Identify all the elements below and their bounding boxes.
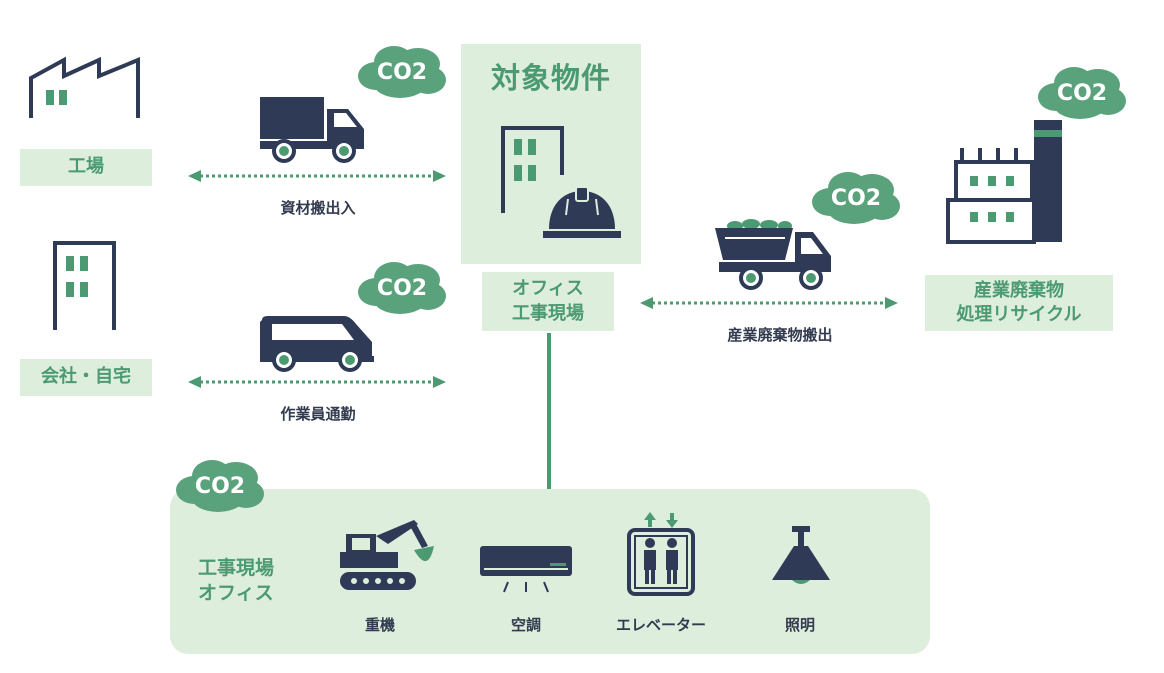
ceiling-light-icon bbox=[772, 526, 830, 584]
commute-caption: 作業員通勤 bbox=[280, 405, 356, 423]
co2-text: CO2 bbox=[377, 60, 427, 85]
site-label-line1: 工事現場 bbox=[198, 557, 275, 579]
commute-arrow bbox=[188, 376, 446, 388]
hard-hat-icon bbox=[543, 186, 621, 238]
co2-cloud-icon: CO2 bbox=[176, 460, 264, 512]
co2-text: CO2 bbox=[1057, 81, 1107, 106]
co2-cloud-icon: CO2 bbox=[1038, 67, 1126, 119]
target-label: オフィス 工事現場 bbox=[482, 272, 614, 331]
excavator-icon bbox=[340, 520, 434, 590]
dump-truck-icon bbox=[715, 219, 831, 290]
company-label-text: 会社・自宅 bbox=[41, 366, 131, 388]
materials-arrow bbox=[188, 170, 446, 182]
company-label: 会社・自宅 bbox=[20, 359, 152, 396]
co2-text: CO2 bbox=[831, 186, 881, 211]
site-item-elevator: エレベーター bbox=[615, 616, 706, 634]
recycle-label: 産業廃棄物 処理リサイクル bbox=[925, 275, 1113, 331]
waste-caption: 産業廃棄物搬出 bbox=[727, 326, 833, 344]
co2-cloud-icon: CO2 bbox=[358, 262, 446, 314]
co2-text: CO2 bbox=[377, 276, 427, 301]
air-conditioner-icon bbox=[480, 546, 572, 593]
elevator-icon bbox=[627, 512, 695, 596]
materials-caption: 資材搬出入 bbox=[280, 199, 356, 217]
waste-arrow bbox=[640, 297, 898, 309]
recycle-label-line2: 処理リサイクル bbox=[956, 304, 1082, 325]
van-icon bbox=[260, 316, 374, 372]
factory-label: 工場 bbox=[20, 149, 152, 186]
factory-icon bbox=[29, 56, 140, 118]
company-building-icon bbox=[53, 241, 116, 330]
connector-line bbox=[547, 333, 551, 493]
co2-cloud-icon: CO2 bbox=[358, 46, 446, 98]
office-building-icon bbox=[501, 126, 564, 213]
recycling-plant-icon bbox=[946, 120, 1062, 244]
site-label: 工事現場 オフィス bbox=[198, 556, 298, 605]
co2-cloud-icon: CO2 bbox=[812, 172, 900, 224]
factory-label-text: 工場 bbox=[68, 156, 104, 178]
site-item-air-conditioning: 空調 bbox=[510, 616, 541, 634]
delivery-truck-icon bbox=[260, 97, 364, 163]
recycle-label-line1: 産業廃棄物 bbox=[974, 279, 1064, 301]
target-title: 対象物件 bbox=[490, 61, 611, 95]
target-label-line2: 工事現場 bbox=[512, 302, 584, 324]
site-label-line2: オフィス bbox=[198, 581, 274, 604]
site-item-lighting: 照明 bbox=[784, 616, 815, 634]
co2-text: CO2 bbox=[195, 474, 245, 499]
target-label-line1: オフィス bbox=[512, 278, 584, 300]
site-item-heavy-machinery: 重機 bbox=[364, 616, 395, 634]
